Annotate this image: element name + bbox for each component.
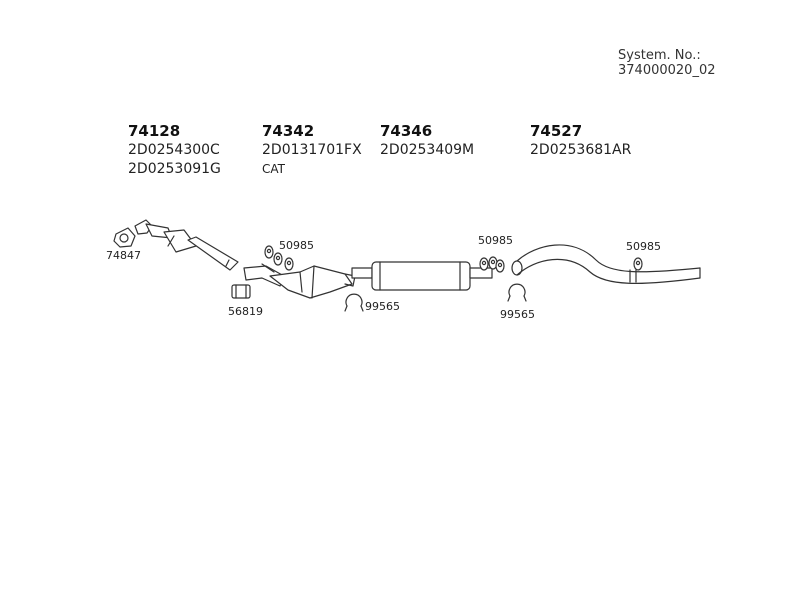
tailpipe-icon [511,244,701,284]
oe-number: 2D0131701FX [262,142,362,158]
clamp-sleeve-icon [231,263,285,299]
system-number: System. No.: 374000020_02 [618,48,716,78]
hanger-icon [264,245,294,271]
oe-number: 2D0254300C [128,142,220,158]
part-group-74128: 74128 2D0254300C 2D0253091G [128,122,221,179]
clamp-icon [507,283,527,302]
hanger-label: 50985 [279,239,314,252]
hanger-icon [633,257,643,271]
clamp-sleeve-label: 56819 [228,305,263,318]
oe-number: 2D0253681AR [530,142,632,158]
part-number: 74346 [380,122,433,140]
muffler-icon [351,261,493,291]
part-group-74527: 74527 2D0253681AR [530,122,631,160]
gasket-icon [113,227,136,248]
part-group-74346: 74346 2D0253409M [380,122,474,160]
catalytic-converter-icon [269,265,356,299]
gasket-label: 74847 [106,249,141,262]
hanger-label: 50985 [478,234,513,247]
part-number: 74527 [530,122,583,140]
part-group-74342: 74342 2D0131701FX CAT [262,122,362,178]
oe-number: 2D0253409M [380,142,475,158]
clamp-label: 99565 [500,308,535,321]
oe-number: 2D0253091G [128,161,221,177]
hanger-icon [479,256,505,273]
part-number: 74128 [128,122,181,140]
front-pipe-icon [134,219,239,271]
hanger-label: 50985 [626,240,661,253]
clamp-label: 99565 [365,300,400,313]
clamp-icon [344,293,364,312]
part-number: 74342 [262,122,315,140]
cat-tag: CAT [262,162,285,176]
